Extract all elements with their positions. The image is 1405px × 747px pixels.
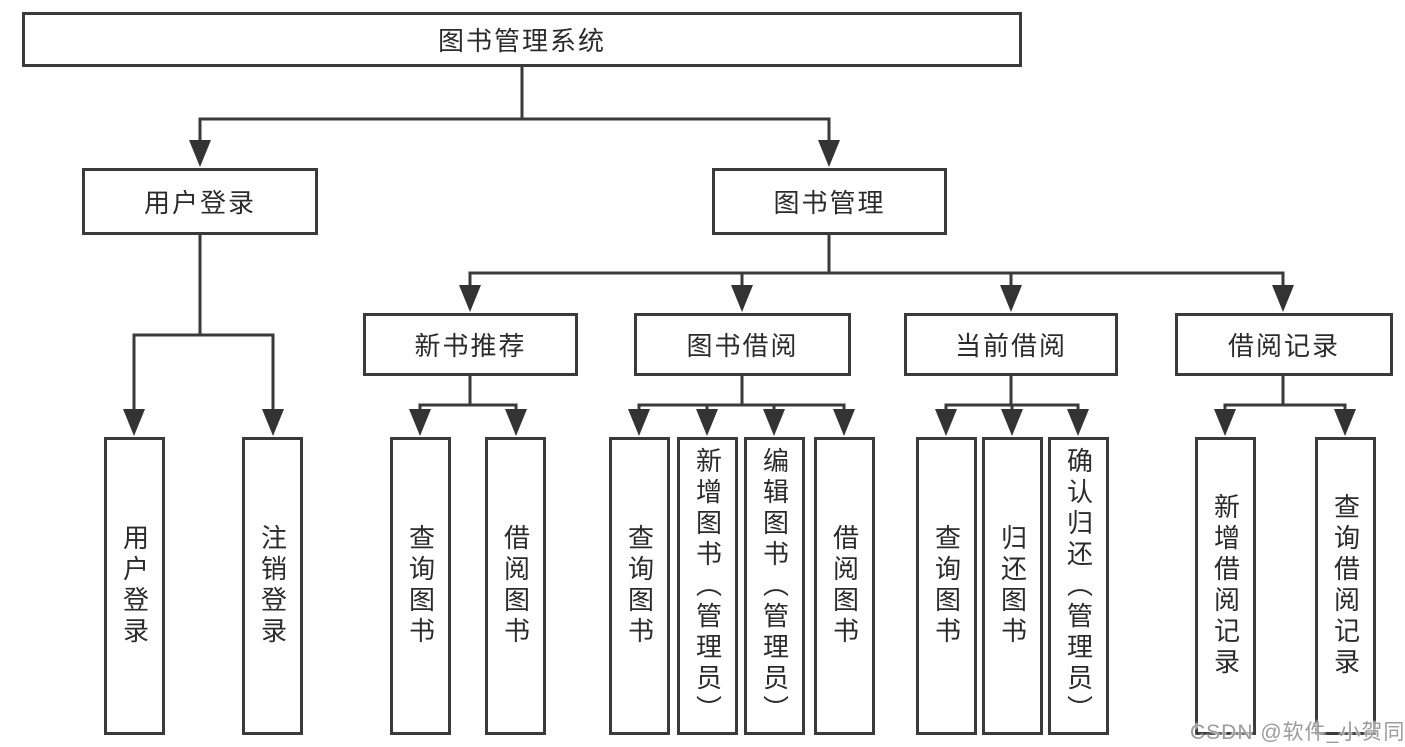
arrow-down-icon: [1067, 409, 1089, 436]
arrow-down-icon: [1214, 409, 1236, 436]
node-current-borrow: 当前借阅: [904, 313, 1118, 376]
connector-user-login-branch: [132, 235, 275, 432]
node-borrow-records: 借阅记录: [1175, 313, 1393, 376]
node-library-management-system: 图书管理系统: [22, 12, 1022, 67]
connector-book-borrow-branch: [637, 376, 846, 432]
node-user-login: 用户登录: [82, 168, 318, 235]
connector-borrow-record-branch: [1223, 376, 1347, 432]
leaf-query-books-borrow: 查询图书: [609, 437, 670, 735]
node-label: 查询图书: [405, 524, 436, 648]
arrow-down-icon: [833, 409, 855, 436]
node-label: 确认归还（管理员）: [1063, 446, 1094, 726]
leaf-add-books-admin: 新增图书（管理员）: [677, 437, 738, 735]
arrow-down-icon: [935, 409, 957, 436]
node-book-borrow: 图书借阅: [634, 313, 851, 376]
arrow-down-icon: [123, 409, 145, 436]
arrow-down-icon: [731, 285, 753, 312]
arrow-down-icon: [763, 409, 785, 436]
node-label: 查询图书: [931, 524, 962, 648]
leaf-add-borrow-record: 新增借阅记录: [1195, 437, 1256, 735]
arrow-down-icon: [1334, 409, 1356, 436]
arrow-down-icon: [628, 409, 650, 436]
node-label: 图书借阅: [686, 331, 799, 361]
leaf-logout: 注销登录: [242, 437, 303, 735]
node-label: 图书管理系统: [437, 26, 606, 56]
node-label: 用户登录: [143, 188, 256, 218]
node-label: 图书管理: [773, 188, 886, 218]
node-label: 当前借阅: [954, 331, 1067, 361]
node-new-book-recommend: 新书推荐: [363, 313, 578, 376]
leaf-query-borrow-record: 查询借阅记录: [1315, 437, 1376, 735]
node-label: 归还图书: [997, 524, 1028, 648]
node-label: 借阅记录: [1227, 331, 1340, 361]
node-label: 新书推荐: [414, 331, 527, 361]
node-label: 编辑图书（管理员）: [759, 446, 790, 726]
leaf-borrow-books: 借阅图书: [814, 437, 875, 735]
arrow-down-icon: [262, 409, 284, 436]
arrow-down-icon: [1001, 409, 1023, 436]
node-label: 借阅图书: [500, 524, 531, 648]
arrow-down-icon: [409, 409, 431, 436]
node-label: 用户登录: [119, 524, 150, 648]
arrow-down-icon: [1000, 285, 1022, 312]
leaf-edit-books-admin: 编辑图书（管理员）: [744, 437, 805, 735]
leaf-borrow-books-recommend: 借阅图书: [485, 437, 546, 735]
arrow-down-icon: [459, 285, 481, 312]
csdn-watermark: CSDN @软件_小贺同学: [1190, 721, 1405, 744]
connector-book-mgmt-branch: [468, 235, 1285, 308]
arrowheads: [123, 140, 1356, 436]
arrow-down-icon: [189, 140, 211, 167]
node-label: 查询借阅记录: [1330, 493, 1361, 679]
leaf-return-books: 归还图书: [982, 437, 1043, 735]
node-book-management: 图书管理: [712, 168, 947, 235]
node-label: 查询图书: [624, 524, 655, 648]
leaf-query-books-current: 查询图书: [916, 437, 977, 735]
arrow-down-icon: [505, 409, 527, 436]
connector-new-book-branch: [418, 376, 518, 432]
node-label: 借阅图书: [829, 524, 860, 648]
arrow-down-icon: [696, 409, 718, 436]
leaf-confirm-return-admin: 确认归还（管理员）: [1048, 437, 1109, 735]
node-label: 新增借阅记录: [1210, 493, 1241, 679]
node-label: 新增图书（管理员）: [692, 446, 723, 726]
arrow-down-icon: [1272, 285, 1294, 312]
tree-connectors: [132, 67, 1347, 432]
leaf-user-login: 用户登录: [104, 437, 165, 735]
connector-root-to-level2: [198, 67, 831, 163]
leaf-query-books-recommend: 查询图书: [390, 437, 451, 735]
node-label: 注销登录: [257, 524, 288, 648]
arrow-down-icon: [818, 140, 840, 167]
